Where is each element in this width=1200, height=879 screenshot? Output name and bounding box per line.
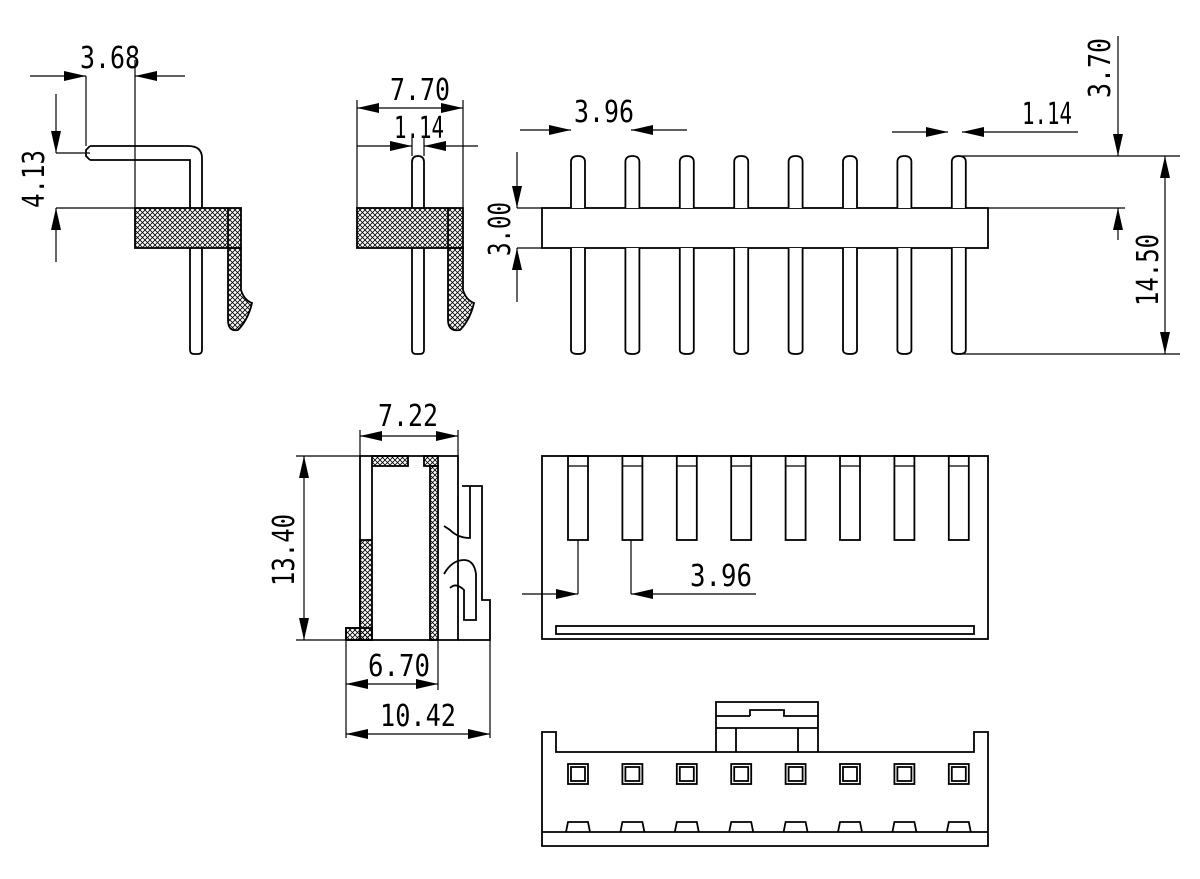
header-pin-bottom <box>570 248 586 355</box>
header-pin-top <box>842 155 858 208</box>
terminal-window-inner <box>733 766 750 782</box>
bottom-notch <box>891 821 918 833</box>
housing-slot <box>893 455 916 541</box>
header-pin-top <box>733 155 750 208</box>
terminal-window-inner <box>896 766 913 782</box>
terminal-window <box>784 763 807 785</box>
terminal-window <box>675 763 698 785</box>
dim-body-height: 3.00 <box>483 202 518 256</box>
dim-pin-tip-height: 3.70 <box>1083 38 1118 98</box>
bottom-notch <box>619 821 646 833</box>
housing-slot <box>567 455 589 541</box>
header-front-view <box>512 36 1180 355</box>
dim-housing-total: 10.42 <box>380 699 456 734</box>
dim-total-height: 14.50 <box>1131 234 1166 306</box>
bottom-notch <box>782 821 809 833</box>
dim-pitch-housing: 3.96 <box>690 559 752 594</box>
header-pin-top <box>787 155 804 208</box>
header-pin-bottom <box>624 248 641 355</box>
terminal-window <box>947 763 970 785</box>
header-pin-top <box>624 155 641 208</box>
bottom-notch <box>945 821 972 833</box>
dim-pitch-front: 3.96 <box>574 95 634 130</box>
header-pin-bottom <box>787 248 804 355</box>
dim-pin-offset: 3.68 <box>80 41 140 76</box>
dim-pin-width-front: 1.14 <box>1022 97 1072 132</box>
dim-housing-inner: 6.70 <box>368 649 430 684</box>
housing-bottom-view <box>541 701 989 847</box>
terminal-window-inner <box>842 766 858 782</box>
bottom-notch <box>728 821 755 833</box>
housing-slot <box>947 455 970 541</box>
terminal-window <box>621 763 644 785</box>
right-angle-side-view <box>30 60 254 355</box>
header-pin-top <box>570 155 586 208</box>
dim-bend-height: 4.13 <box>17 150 52 208</box>
dim-housing-height: 13.40 <box>267 514 302 586</box>
housing-slot <box>730 455 753 541</box>
terminal-window-inner <box>950 766 967 782</box>
terminal-window <box>839 763 861 785</box>
housing-slot <box>839 455 861 541</box>
dim-side-width: 7.70 <box>390 73 450 108</box>
dimension-labels: 3.68 4.13 7.70 1.14 3.96 1.14 3.70 3.00 … <box>17 38 1166 734</box>
straight-side-view <box>356 100 478 355</box>
terminal-window-inner <box>570 766 586 782</box>
housing-slot <box>675 455 698 541</box>
bottom-notch <box>673 821 700 833</box>
terminal-window-inner <box>678 766 695 782</box>
header-pin-bottom <box>678 248 695 355</box>
terminal-window <box>893 763 916 785</box>
housing-slot <box>784 455 807 541</box>
terminal-window <box>567 763 589 785</box>
terminal-window-inner <box>787 766 804 782</box>
bottom-notch <box>837 821 863 833</box>
header-pin-top <box>950 155 967 208</box>
header-pin-bottom <box>733 248 750 355</box>
header-pin-bottom <box>896 248 913 355</box>
housing-front-view <box>522 455 989 640</box>
terminal-window <box>730 763 753 785</box>
terminal-window-inner <box>624 766 641 782</box>
dim-pin-width-side: 1.14 <box>394 111 444 146</box>
header-pin-top <box>678 155 695 208</box>
header-pin-top <box>896 155 913 208</box>
housing-slot <box>621 455 644 541</box>
header-pin-bottom <box>842 248 858 355</box>
dim-housing-width: 7.22 <box>378 399 438 434</box>
bottom-notch <box>565 821 591 833</box>
housing-side-section <box>296 430 491 739</box>
header-pin-bottom <box>950 248 967 355</box>
